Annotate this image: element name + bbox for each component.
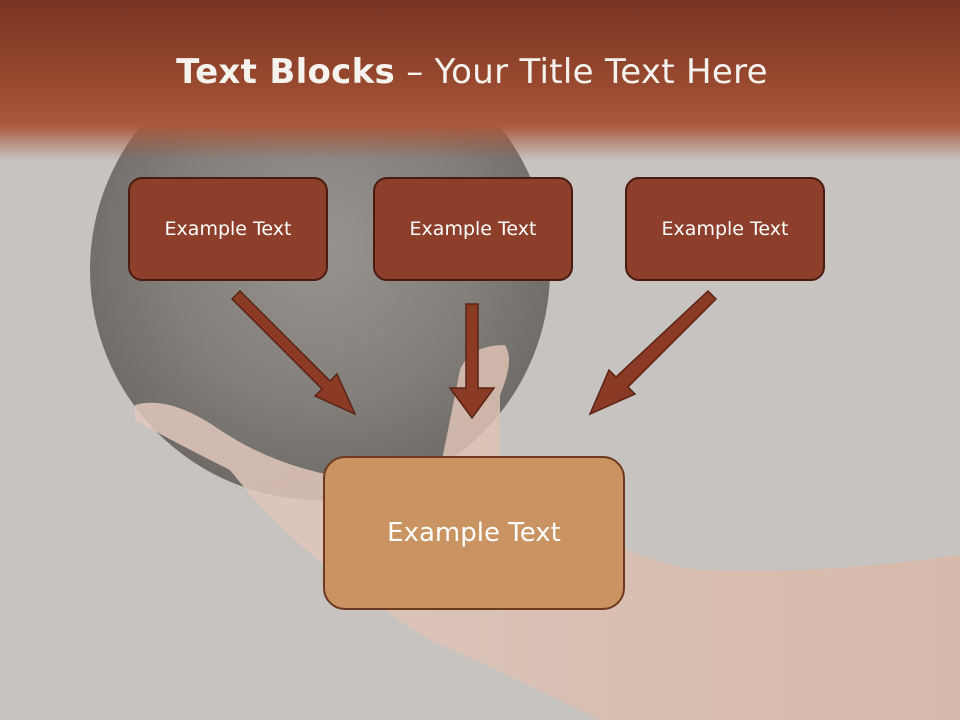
- title-rest: Your Title Text Here: [434, 52, 768, 92]
- target-text-block[interactable]: Example Text: [323, 456, 625, 610]
- arrow-right: [588, 289, 718, 416]
- text-block-2[interactable]: Example Text: [373, 177, 573, 281]
- text-block-3[interactable]: Example Text: [625, 177, 825, 281]
- title-banner: [0, 0, 960, 160]
- arrow-middle: [448, 303, 496, 420]
- slide-title: Text Blocks – Your Title Text Here: [0, 52, 944, 92]
- title-dash: –: [395, 52, 435, 92]
- title-bold-part: Text Blocks: [176, 52, 396, 92]
- text-block-1[interactable]: Example Text: [128, 177, 328, 281]
- arrow-left: [230, 289, 357, 416]
